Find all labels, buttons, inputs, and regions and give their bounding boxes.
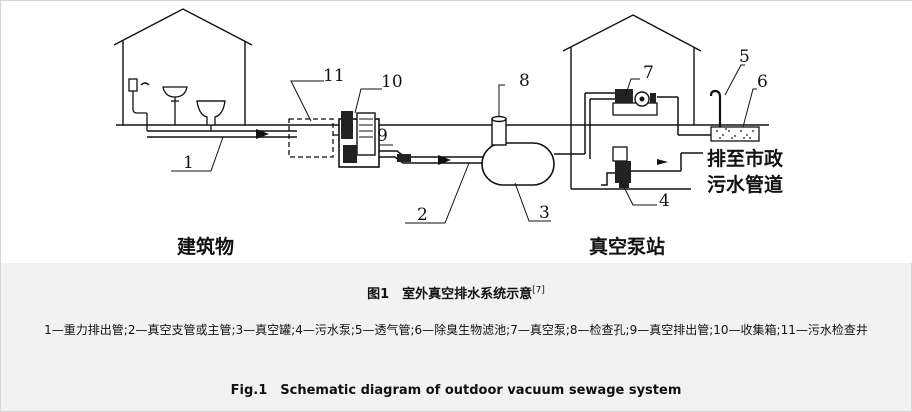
callout-1: 1: [183, 153, 194, 173]
callout-9: 9: [377, 126, 388, 146]
pump-station-building: [562, 14, 702, 190]
caption-ref: [7]: [532, 285, 545, 296]
caption-title-en: Fig.1 Schematic diagram of outdoor vacuu…: [230, 383, 682, 398]
callout-2: 2: [417, 205, 428, 225]
callout-4: 4: [659, 191, 670, 211]
caption-title-cn: 图1 室外真空排水系统示意[7]: [367, 285, 545, 302]
gravity-pipe: [147, 130, 297, 138]
inspection-hole: [491, 115, 507, 146]
pump-exhaust-pipe: [657, 96, 715, 136]
tank-to-pump-pipe: [554, 92, 615, 159]
callout-11: 11: [323, 66, 345, 86]
inspection-well: [288, 118, 334, 158]
vacuum-valve: [397, 154, 411, 162]
vacuum-pump: [612, 89, 658, 116]
caption-legend: 1—重力排出管;2—真空支管或主管;3—真空罐;4—污水泵;5—透气管;6—除臭…: [44, 323, 868, 337]
sewage-pump: [612, 146, 631, 188]
deodorizing-biofilter: [710, 126, 760, 142]
building: [113, 8, 253, 125]
collection-box: [338, 111, 380, 168]
sewage-discharge-pipe: [601, 152, 703, 186]
flow-arrow-3: [657, 159, 668, 165]
washbasin: [162, 86, 188, 125]
callout-leaders: [171, 64, 757, 224]
callout-7: 7: [643, 63, 654, 83]
callout-5: 5: [739, 47, 750, 67]
callout-3: 3: [539, 203, 550, 223]
callout-8: 8: [519, 71, 530, 91]
label-pump-station: 真空泵站: [589, 235, 665, 258]
fixture-drains: [146, 113, 212, 131]
toilet-bowl: [196, 100, 226, 126]
callout-10: 10: [381, 72, 403, 92]
label-building: 建筑物: [177, 235, 234, 258]
flow-arrow-1: [256, 129, 269, 139]
vacuum-sewage-diagram: 1 2 3 4 5 6 7 8 9 10 11 建筑物 真空泵站 排至市政 污水…: [1, 1, 912, 263]
label-discharge-2: 污水管道: [707, 173, 783, 196]
label-discharge-1: 排至市政: [707, 147, 784, 170]
caption-area: 图1 室外真空排水系统示意[7] 1—重力排出管;2—真空支管或主管;3—真空罐…: [1, 263, 911, 411]
vacuum-tank: [481, 142, 555, 186]
callout-6: 6: [757, 72, 768, 92]
vacuum-main-pipe: [421, 156, 487, 164]
flow-arrow-2: [438, 155, 451, 165]
toilet-tank: [128, 78, 150, 114]
vent-pipe: [709, 89, 722, 127]
